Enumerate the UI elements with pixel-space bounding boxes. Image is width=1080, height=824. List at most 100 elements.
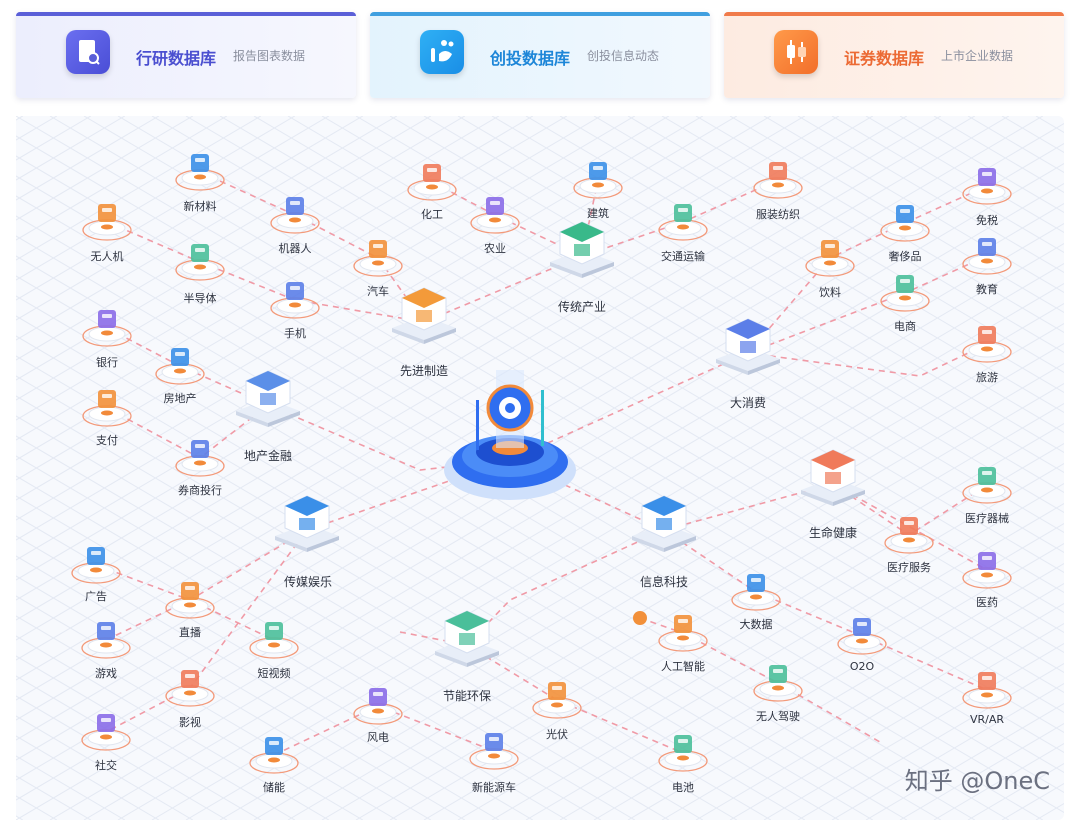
node-autonomous-icon[interactable] [752, 659, 804, 707]
manufacturing-hub-label: 先进制造 [399, 364, 449, 378]
node-medicine-label: 医药 [976, 596, 998, 609]
node-travel-icon[interactable] [961, 320, 1013, 368]
card-title: 证券数据库 [844, 49, 925, 68]
node-wind-icon[interactable] [352, 682, 404, 730]
node-short-video-icon[interactable] [248, 616, 300, 664]
node-nev-icon[interactable] [468, 727, 520, 775]
node-ad-icon[interactable] [70, 541, 122, 589]
green-hub-icon[interactable] [433, 605, 501, 673]
node-payment-label: 支付 [96, 434, 118, 447]
node-film-label: 影视 [179, 716, 201, 729]
node-live-label: 直播 [179, 626, 201, 639]
node-medical-service-label: 医疗服务 [887, 561, 931, 574]
node-brokerage-label: 券商投行 [178, 484, 222, 497]
watermark: 知乎 @OneC [904, 767, 1050, 795]
node-live-icon[interactable] [164, 576, 216, 624]
node-ai-icon[interactable] [657, 609, 709, 657]
card-subtitle: 报告图表数据 [233, 49, 306, 63]
node-vrar-icon[interactable] [961, 666, 1013, 714]
node-bank-label: 银行 [96, 356, 118, 369]
node-brokerage-icon[interactable] [174, 434, 226, 482]
node-car-label: 汽车 [367, 285, 389, 298]
node-chemical-label: 化工 [421, 208, 443, 221]
node-ecommerce-icon[interactable] [879, 269, 931, 317]
node-vrar-label: VR/AR [969, 713, 1005, 726]
node-nev-label: 新能源车 [472, 781, 516, 794]
node-luxury-icon[interactable] [879, 199, 931, 247]
consumption-hub-icon[interactable] [714, 313, 782, 381]
connection-line [106, 221, 425, 323]
node-phone-icon[interactable] [269, 276, 321, 324]
traditional-industry-hub-icon[interactable] [548, 216, 616, 284]
node-transport-icon[interactable] [657, 198, 709, 246]
manufacturing-hub-icon[interactable] [390, 282, 458, 350]
card-subtitle: 上市企业数据 [941, 49, 1014, 63]
node-medical-device-label: 医疗器械 [965, 512, 1009, 525]
candlestick-icon [774, 30, 818, 74]
node-phone-label: 手机 [284, 327, 306, 340]
node-duty-free-icon[interactable] [961, 162, 1013, 210]
node-transport-label: 交通运输 [661, 250, 705, 263]
connection-line [431, 179, 599, 258]
node-apparel-icon[interactable] [752, 156, 804, 204]
industry-research-db-card[interactable]: 行研数据库 报告图表数据 [16, 12, 356, 98]
node-travel-label: 旅游 [976, 371, 998, 384]
connection-line [466, 644, 684, 754]
node-drone-icon[interactable] [81, 198, 133, 246]
node-education-label: 教育 [976, 283, 998, 296]
connection-line [747, 185, 988, 354]
node-film-icon[interactable] [164, 664, 216, 712]
node-ad-label: 广告 [85, 590, 107, 603]
node-ai-label: 人工智能 [661, 660, 705, 673]
venture-icon [420, 30, 464, 74]
ai-dot-icon [633, 611, 647, 625]
center-core-icon [440, 360, 580, 514]
node-drone-label: 无人机 [90, 250, 124, 263]
node-battery-icon[interactable] [657, 729, 709, 777]
node-beverage-icon[interactable] [804, 234, 856, 282]
node-semiconductor-icon[interactable] [174, 238, 226, 286]
venture-capital-db-card[interactable]: 创投数据库 创投信息动态 [370, 12, 710, 98]
connection-line [747, 343, 988, 377]
node-autonomous-label: 无人驾驶 [756, 710, 800, 723]
node-bank-icon[interactable] [81, 304, 133, 352]
node-storage-icon[interactable] [248, 731, 300, 779]
node-new-material-icon[interactable] [174, 148, 226, 196]
green-hub-label: 节能环保 [442, 689, 492, 703]
media-hub-icon[interactable] [273, 490, 341, 558]
node-robot-icon[interactable] [269, 191, 321, 239]
media-hub-label: 传媒娱乐 [283, 575, 333, 589]
node-pv-icon[interactable] [531, 676, 583, 724]
it-hub-icon[interactable] [630, 490, 698, 558]
node-o2o-label: O2O [849, 660, 875, 673]
real-estate-finance-hub-label: 地产金融 [243, 449, 293, 463]
node-ecommerce-label: 电商 [894, 320, 916, 333]
node-battery-label: 电池 [672, 781, 694, 794]
node-medicine-icon[interactable] [961, 546, 1013, 594]
health-hub-icon[interactable] [799, 444, 867, 512]
node-bigdata-icon[interactable] [730, 568, 782, 616]
connection-line [639, 617, 881, 743]
node-chemical-icon[interactable] [406, 158, 458, 206]
node-o2o-icon[interactable] [836, 612, 888, 660]
node-game-icon[interactable] [80, 616, 132, 664]
connection-line [663, 529, 988, 691]
report-search-icon [66, 30, 110, 74]
node-agriculture-label: 农业 [484, 242, 506, 255]
node-realty-icon[interactable] [154, 342, 206, 390]
node-car-icon[interactable] [352, 234, 404, 282]
card-title: 创投数据库 [490, 49, 571, 68]
node-payment-icon[interactable] [81, 384, 133, 432]
node-education-icon[interactable] [961, 232, 1013, 280]
node-duty-free-label: 免税 [976, 214, 998, 227]
card-accent-bar [370, 12, 710, 16]
node-storage-label: 储能 [263, 781, 285, 794]
node-medical-device-icon[interactable] [961, 461, 1013, 509]
node-construction-icon[interactable] [572, 156, 624, 204]
node-bigdata-label: 大数据 [739, 618, 773, 631]
node-social-icon[interactable] [80, 708, 132, 756]
node-medical-service-icon[interactable] [883, 511, 935, 559]
real-estate-finance-hub-icon[interactable] [234, 365, 302, 433]
node-agriculture-icon[interactable] [469, 191, 521, 239]
securities-db-card[interactable]: 证券数据库 上市企业数据 [724, 12, 1064, 98]
